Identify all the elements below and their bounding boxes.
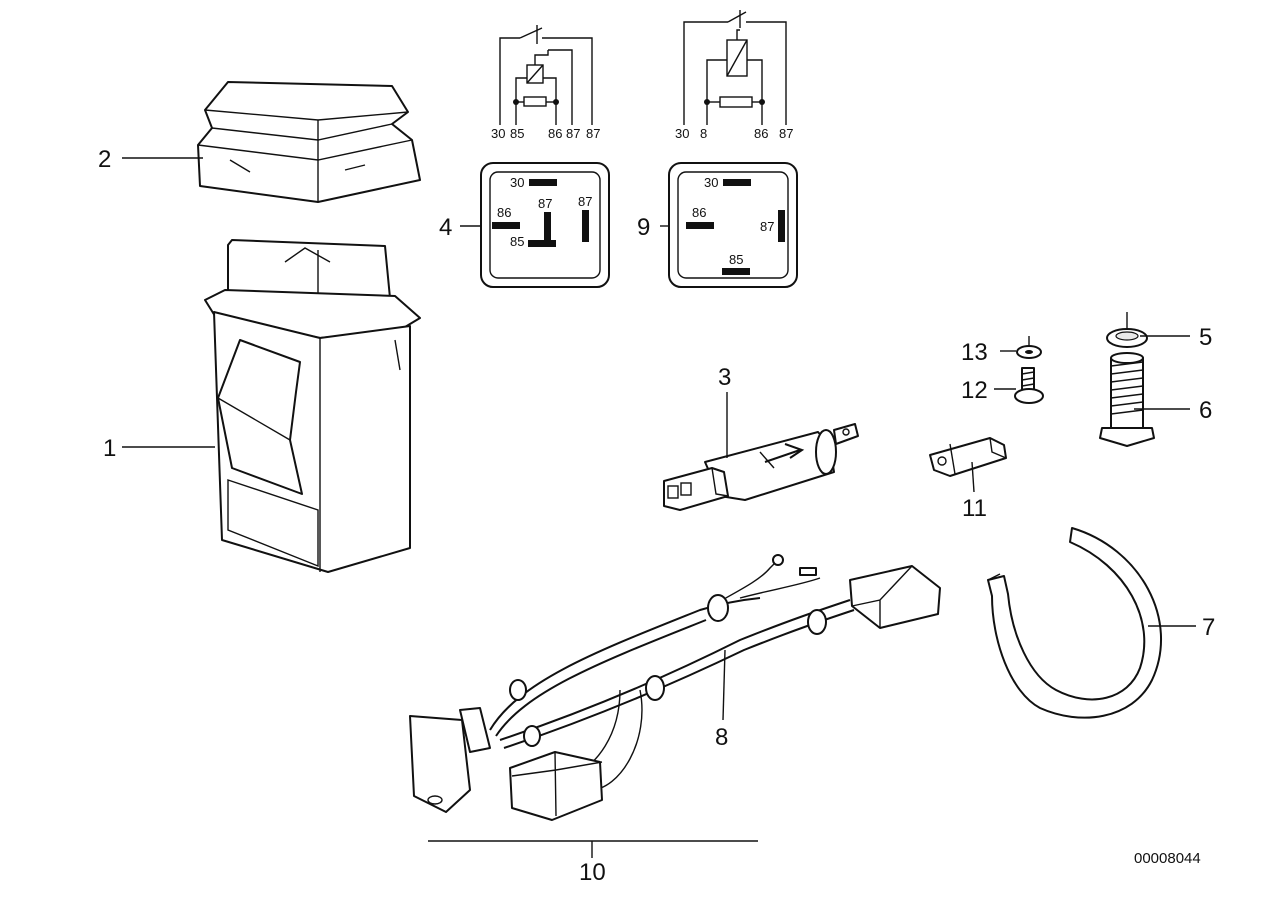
relay-a-pin-87: 87 — [566, 126, 580, 141]
relay-a-face-87b: 87 — [578, 194, 592, 209]
part-8-wiring-harness — [409, 554, 941, 821]
part-13-washer — [1016, 336, 1042, 359]
relay-b-face-87: 87 — [760, 219, 774, 234]
relay-a-schematic: 30 85 86 87 87 — [491, 25, 600, 141]
part-9-relay: 30 86 87 85 — [668, 162, 798, 288]
relay-a-face-30: 30 — [510, 175, 524, 190]
callout-10: 10 — [579, 859, 606, 886]
leader-lines — [122, 157, 1196, 858]
relay-a-pin-86: 86 — [548, 126, 562, 141]
callout-5: 5 — [1199, 324, 1212, 351]
part-4-relay: 30 86 87 87 85 — [480, 162, 610, 288]
relay-b-pin-87: 87 — [779, 126, 793, 141]
relay-b-face-85: 85 — [729, 252, 743, 267]
callout-7: 7 — [1202, 614, 1215, 641]
relay-a-face-85: 85 — [510, 234, 524, 249]
part-1-rocker-switch — [204, 239, 421, 573]
relay-b-schematic: 30 8 86 87 — [675, 10, 793, 141]
relay-b-pin-8: 8 — [700, 126, 707, 141]
callout-4: 4 — [439, 214, 452, 241]
relay-b-pin-30: 30 — [675, 126, 689, 141]
relay-a-pin-85: 85 — [510, 126, 524, 141]
relay-a-face-86: 86 — [497, 205, 511, 220]
callout-11: 11 — [962, 495, 987, 522]
relay-b-pin-86: 86 — [754, 126, 768, 141]
callout-numbers: 1 2 3 4 5 6 7 8 9 10 11 12 13 — [98, 146, 1215, 886]
callout-8: 8 — [715, 724, 728, 751]
callout-12: 12 — [961, 377, 988, 404]
callout-9: 9 — [637, 214, 650, 241]
part-11-plug — [929, 437, 1007, 477]
part-2-switch-cap — [197, 81, 421, 203]
part-7-clamp-strap — [987, 527, 1162, 719]
part-5-grommet — [1106, 312, 1148, 348]
part-6-bolt — [1099, 352, 1155, 447]
callout-13: 13 — [961, 339, 988, 366]
callout-1: 1 — [103, 435, 116, 462]
relay-a-face-87a: 87 — [538, 196, 552, 211]
callout-2: 2 — [98, 146, 111, 173]
callout-3: 3 — [718, 364, 731, 391]
part-12-screw — [1014, 367, 1044, 404]
relay-a-pin-30: 30 — [491, 126, 505, 141]
part-3-filter-capacitor — [663, 423, 859, 511]
relay-a-pin-87b: 87 — [586, 126, 600, 141]
relay-b-face-30: 30 — [704, 175, 718, 190]
relay-b-face-86: 86 — [692, 205, 706, 220]
drawing-number: 00008044 — [1134, 850, 1201, 867]
callout-6: 6 — [1199, 397, 1212, 424]
